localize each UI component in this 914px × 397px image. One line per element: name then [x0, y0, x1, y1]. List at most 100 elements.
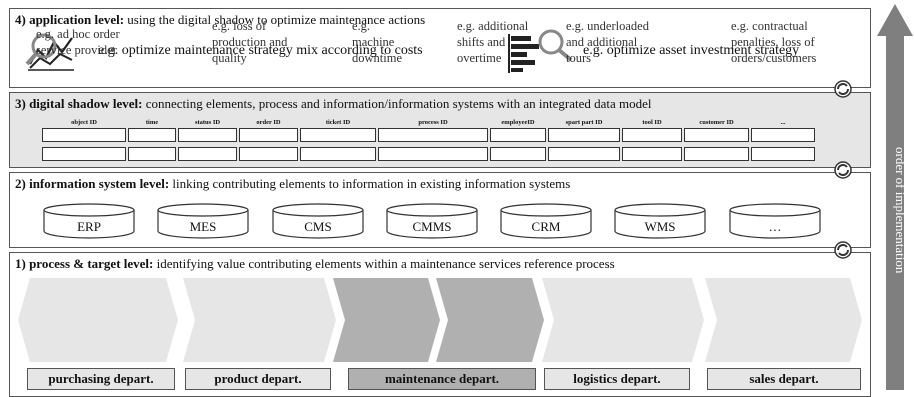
table-cell [300, 147, 376, 161]
table-cell [751, 147, 815, 161]
table-cell [128, 128, 176, 142]
chevron-text: e.g. ad hoc order service provider [36, 0, 176, 84]
chevron-text: e.g. contractual penalties, loss of orders… [731, 0, 857, 84]
chevron-text-line: orders/customers [731, 51, 817, 65]
table-cell [42, 147, 126, 161]
table-cell [42, 128, 126, 142]
chevron-text-line: e.g. [352, 19, 371, 33]
chevron-text-line: e.g. ad hoc order [36, 27, 120, 41]
column-header: employeeID [501, 119, 535, 126]
database-icon [386, 203, 478, 239]
chevron-text-line: downtime [352, 51, 402, 65]
chevron-text: e.g. underloaded and additional tours [566, 0, 702, 84]
process-target-level-title: 1) process & target level: identifying v… [15, 256, 615, 271]
implementation-arrow [877, 4, 913, 390]
chevron-text-line: and additional [566, 35, 638, 49]
table-cell [751, 128, 815, 142]
chart-magnifier-icon [25, 33, 74, 71]
database-cylinder: WMS [614, 203, 706, 239]
system-label: WMS [644, 219, 676, 234]
column-header: ... [780, 119, 786, 126]
database-cylinder: CRM [500, 203, 592, 239]
column-header: spart part ID [565, 119, 603, 126]
chevron-text: e.g. machine downtime [352, 0, 434, 84]
system-label: ERP [77, 219, 101, 234]
department-label: maintenance depart. [348, 368, 536, 390]
table-cell [684, 128, 749, 142]
column-header: process ID [418, 119, 448, 126]
database-icon [272, 203, 364, 239]
bar-chart-magnifier-icon [508, 29, 573, 73]
table-cell [178, 147, 237, 161]
app-item-maintenance-strategy: e.g. optimize maintenance strategy mix a… [24, 27, 423, 75]
table-cell [378, 128, 488, 142]
chevron-text-line: machine [352, 35, 395, 49]
table-cell [548, 128, 620, 142]
chevron-text-line: production and [212, 35, 288, 49]
database-icon [614, 203, 706, 239]
database-cylinder: CMMS [386, 203, 478, 239]
chevron-text-line: overtime [457, 51, 502, 65]
application-level-panel: 4) application level: using the digital … [9, 8, 871, 88]
system-label: CMS [304, 219, 332, 234]
system-label: … [768, 219, 782, 234]
app-item-asset-investment: e.g. optimize asset investment strategy [505, 27, 799, 75]
department-label: logistics depart. [544, 368, 690, 390]
table-cell [239, 147, 298, 161]
chevron-text-line: quality [212, 51, 247, 65]
app-item-text: e.g. optimize maintenance strategy mix a… [98, 43, 423, 58]
chevron-text-line: shifts and [457, 35, 506, 49]
chevron-text-line: e.g. loss of [212, 19, 267, 33]
table-cell [548, 147, 620, 161]
chevron-text-line: service provider [36, 43, 117, 57]
system-label: CMMS [412, 219, 452, 234]
process-chevron [705, 278, 862, 362]
system-label: CRM [531, 219, 561, 234]
database-cylinder: MES [157, 203, 249, 239]
process-chevron [18, 278, 178, 362]
table-cell [490, 147, 546, 161]
database-icon [157, 203, 249, 239]
database-icon [729, 203, 821, 239]
table-cell [128, 147, 176, 161]
digital-shadow-level-title: 3) digital shadow level: connecting elem… [15, 96, 652, 111]
information-system-level-title: 2) information system level: linking con… [15, 176, 571, 191]
database-cylinder: … [729, 203, 821, 239]
table-cell [239, 128, 298, 142]
chevron-text-line: e.g. additional [457, 19, 529, 33]
chevron-text-line: tours [566, 51, 591, 65]
table-cell [178, 128, 237, 142]
chevron-text-line: e.g. underloaded [566, 19, 649, 33]
process-chevron [436, 278, 544, 362]
department-label: purchasing depart. [27, 368, 175, 390]
table-cell [300, 128, 376, 142]
column-header: status ID [194, 119, 221, 126]
chevron-text: e.g. loss of production and quality [212, 0, 332, 84]
column-header: order ID [256, 119, 281, 126]
database-cylinder: ERP [43, 203, 135, 239]
database-icon [500, 203, 592, 239]
table-cell [490, 128, 546, 142]
chevron-text-line: penalties, loss of [731, 35, 815, 49]
table-cell [684, 147, 749, 161]
process-chevron [333, 278, 440, 362]
application-level-title: 4) application level: using the digital … [15, 12, 426, 27]
department-label: sales depart. [707, 368, 861, 390]
column-header: ticket ID [325, 119, 351, 126]
column-header: tool ID [642, 119, 662, 126]
table-cell [378, 147, 488, 161]
process-chevron [183, 278, 336, 362]
chevron-text-line: e.g. contractual [731, 19, 808, 33]
table-cell [622, 147, 682, 161]
column-header: customer ID [699, 119, 734, 126]
column-header: object ID [71, 119, 97, 126]
database-icon [43, 203, 135, 239]
app-item-text: e.g. optimize asset investment strategy [583, 43, 800, 58]
process-chevron [542, 278, 704, 362]
implementation-label: order of implementation [893, 146, 908, 274]
chevron-text: e.g. additional shifts and overtime [457, 0, 543, 84]
department-label: product depart. [185, 368, 331, 390]
database-cylinder: CMS [272, 203, 364, 239]
table-cell [622, 128, 682, 142]
